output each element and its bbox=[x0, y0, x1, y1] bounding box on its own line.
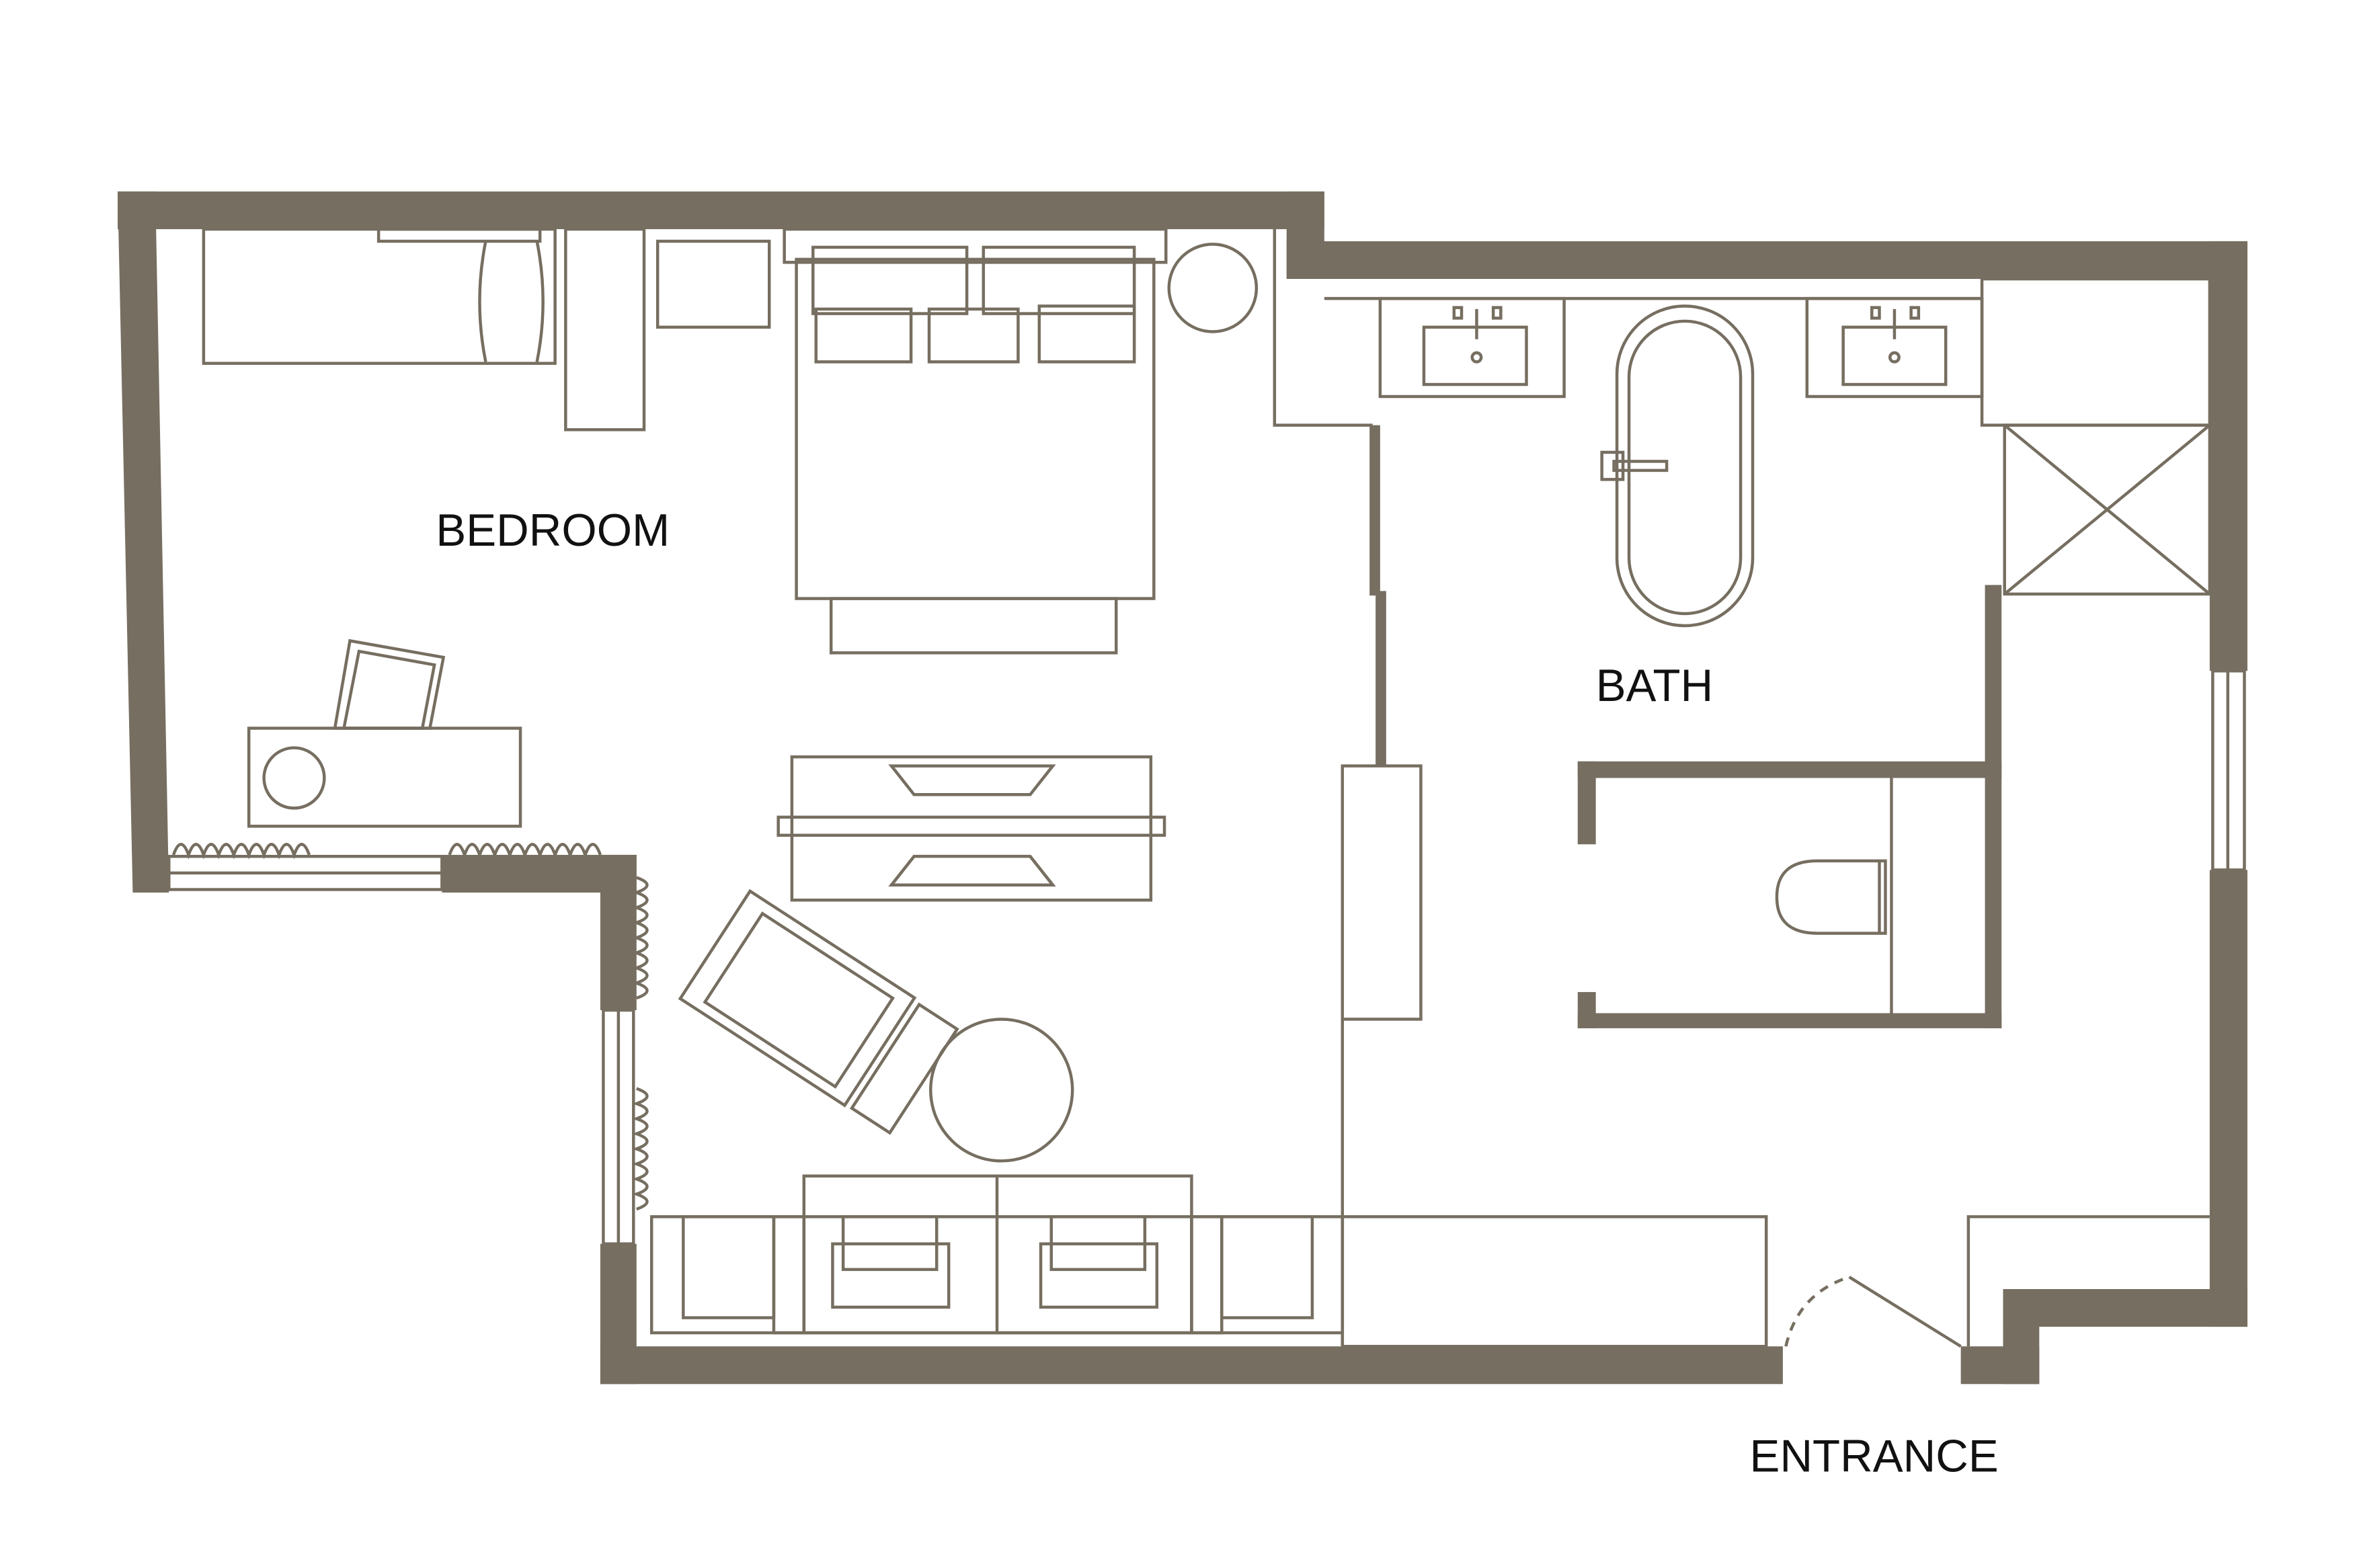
curtain-side-top bbox=[632, 876, 649, 1000]
curtain-side-bottom bbox=[632, 1087, 649, 1211]
desk bbox=[247, 727, 522, 828]
room-label-bath: BATH bbox=[1596, 661, 1714, 711]
shower bbox=[2003, 423, 2212, 596]
room-label-bedroom: BEDROOM bbox=[436, 505, 670, 556]
vanity-left bbox=[1378, 296, 1566, 399]
curtain-right bbox=[448, 842, 602, 860]
room-label-entrance: ENTRANCE bbox=[1750, 1431, 1999, 1481]
windows bbox=[167, 669, 2246, 1245]
bathtub bbox=[1615, 304, 1755, 628]
curtain-left bbox=[171, 842, 311, 860]
bath-fixtures bbox=[1324, 277, 2212, 1348]
entrance-door bbox=[1848, 1276, 1962, 1348]
toilet bbox=[1775, 859, 1887, 935]
walls bbox=[118, 191, 2247, 1385]
bedroom-furniture bbox=[202, 227, 1768, 1348]
